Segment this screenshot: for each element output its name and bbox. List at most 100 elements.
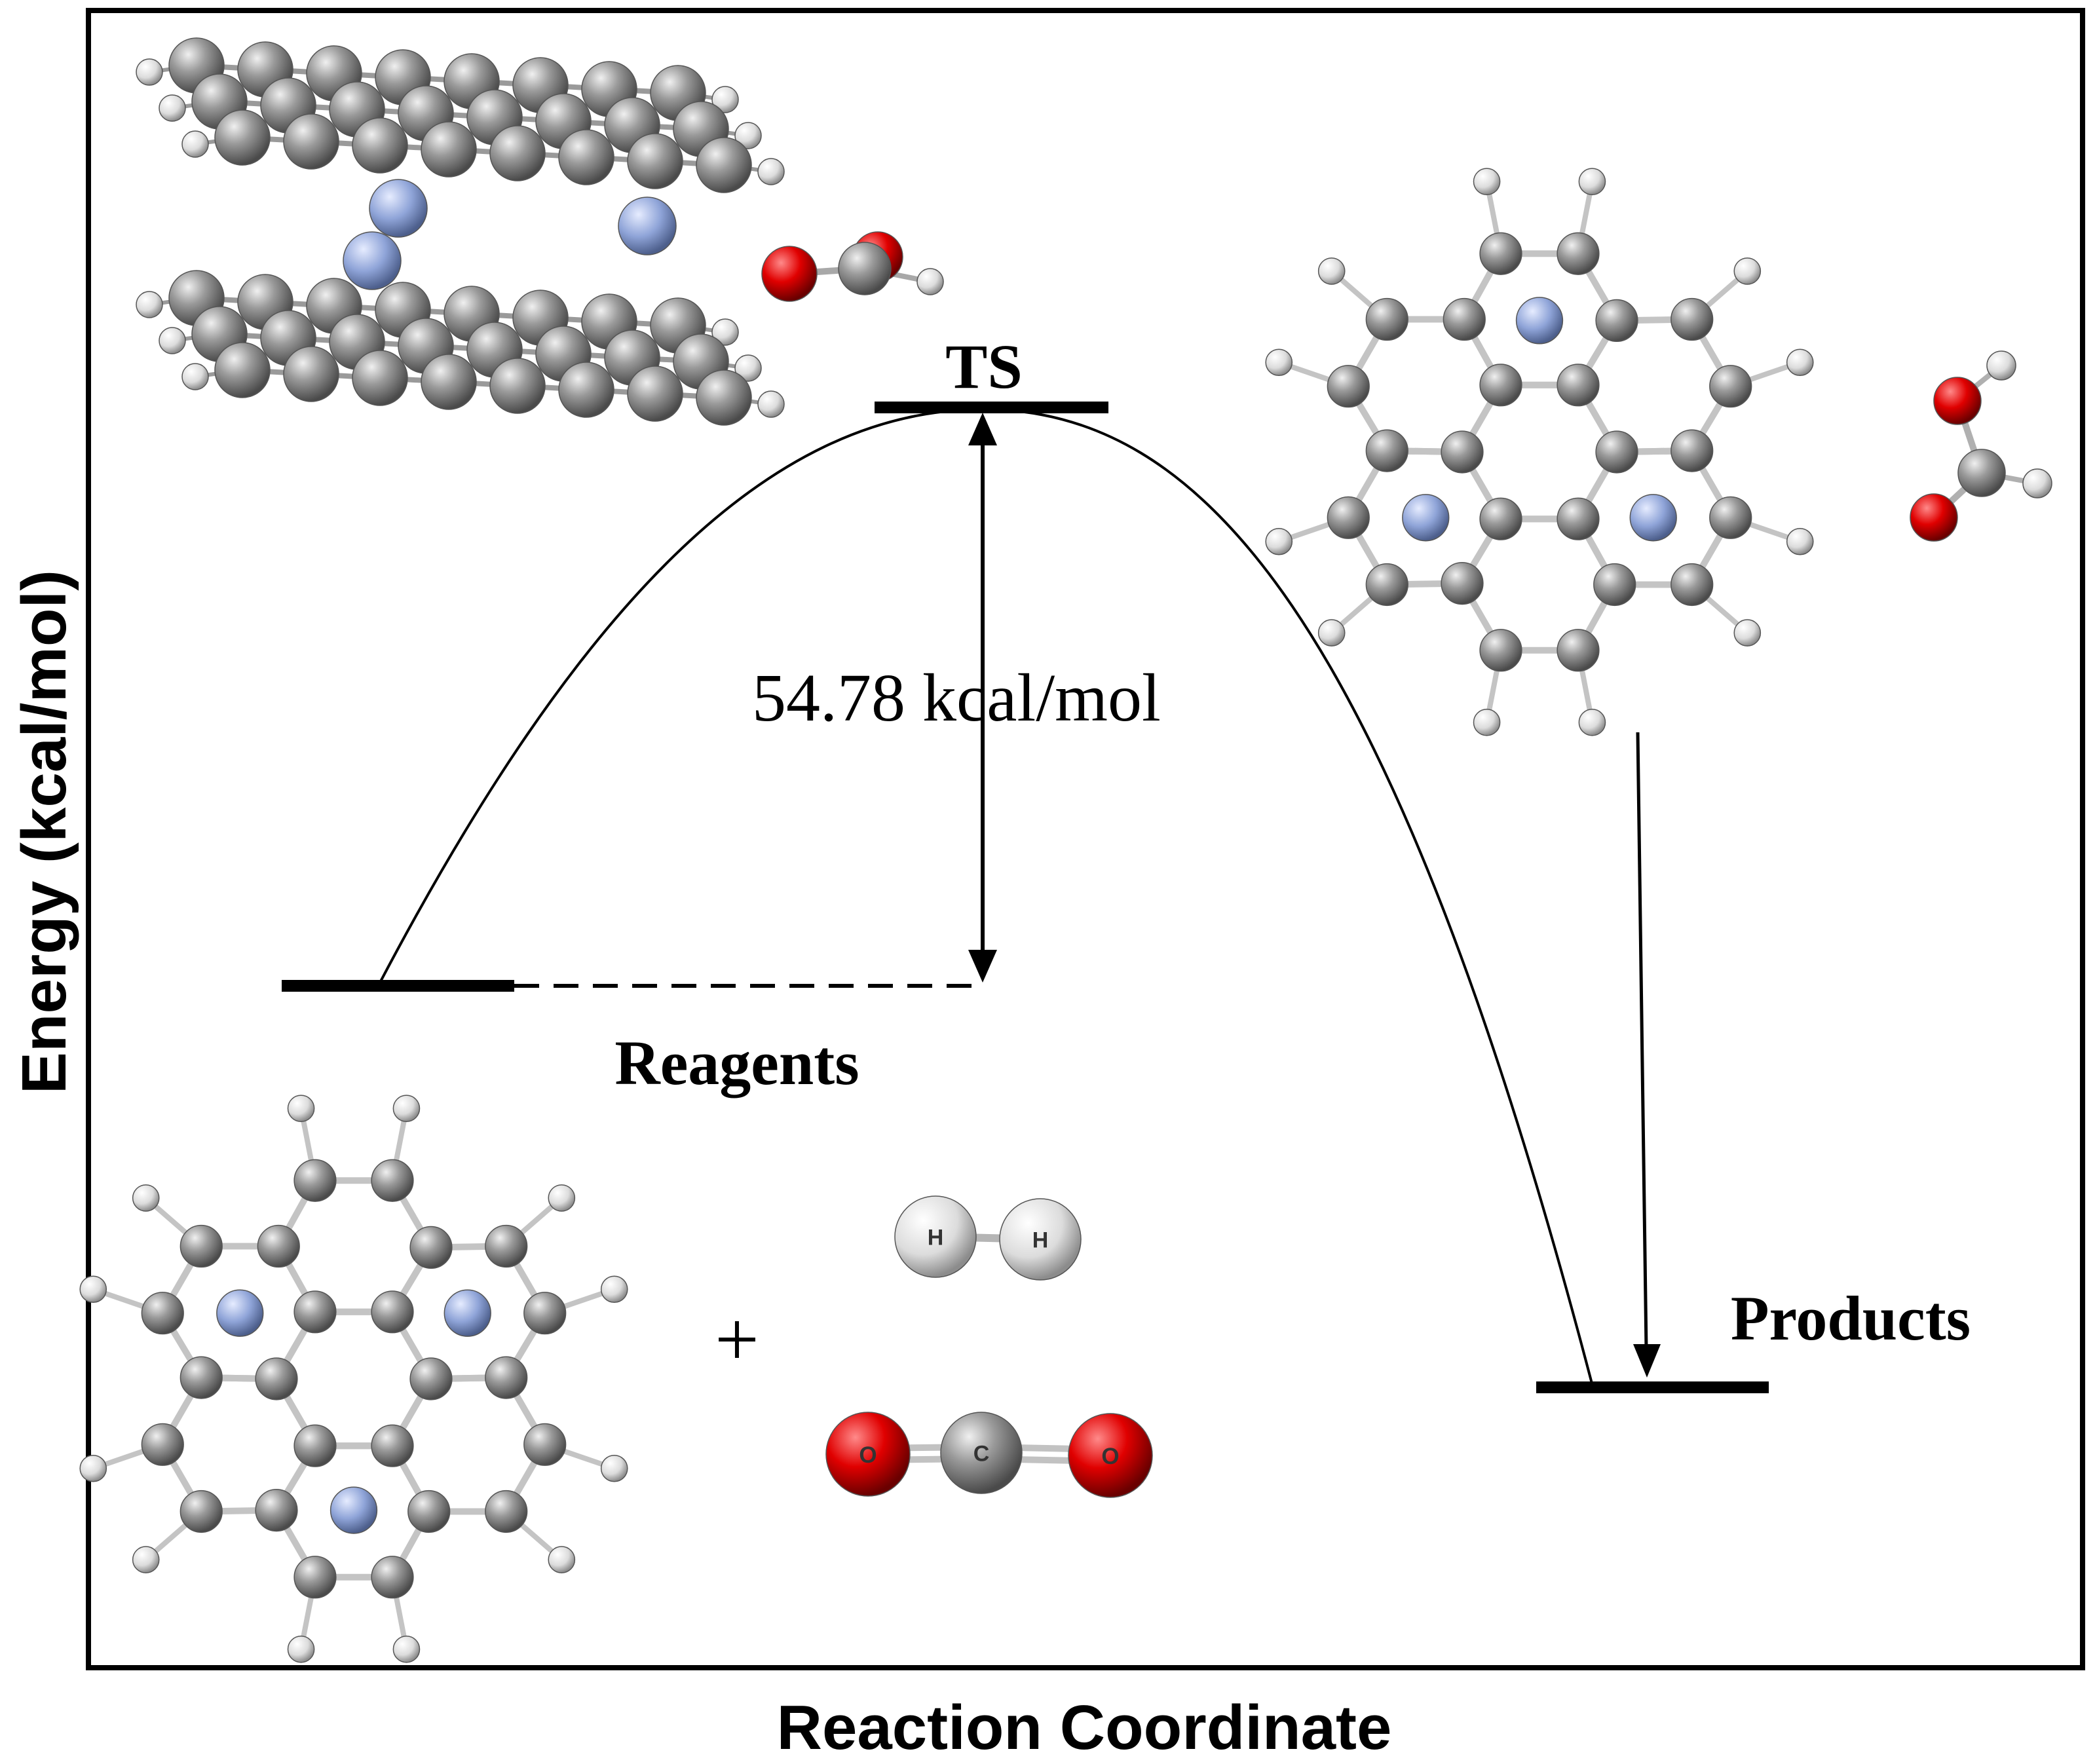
carbon-atom [1709,496,1752,539]
hydrogen-atom [392,1636,421,1663]
carbon-atom [1595,299,1638,343]
hydrogen-atom [1733,619,1762,647]
carbon-atom [293,1424,337,1467]
hydrogen-atom [1733,257,1762,285]
carbon-atom [1479,629,1522,672]
barrier-energy-label: 54.78 kcal/mol [752,660,1161,736]
hydrogen-atom [711,318,739,346]
carbon-atom [1365,297,1408,341]
carbon-atom [421,354,477,410]
carbon-atom [489,125,546,181]
hydrogen-atom [757,158,785,185]
carbon-atom [293,1290,337,1334]
carbon-atom [141,1292,184,1335]
hydrogen-atom [1473,709,1501,736]
carbon-atom [371,1556,414,1599]
ts-label: TS [945,331,1022,402]
plot-frame [86,8,2085,1670]
carbon-atom [409,1357,453,1400]
atom-letter: H [1032,1228,1049,1252]
carbon-atom [1709,365,1752,408]
carbon-atom [1595,430,1638,474]
carbon-atom [696,369,752,426]
carbon-atom [371,1159,414,1202]
hydrogen-atom [392,1095,421,1122]
hydrogen-atom [159,327,186,354]
plus-sign: + [715,1296,759,1383]
hydrogen-atom [916,268,944,295]
oxygen-atom [1910,493,1958,542]
carbon-atom [179,1356,223,1399]
carbon-atom [1957,449,2006,497]
hydrogen-atom [287,1636,315,1663]
carbon-atom [1365,563,1408,607]
carbon-atom [696,137,752,193]
carbon-atom [1670,297,1714,341]
oxygen-atom [825,1412,911,1497]
carbon-atom [489,358,546,414]
carbon-atom [293,1159,337,1202]
carbon-atom [523,1292,567,1335]
carbon-atom [838,242,892,295]
carbon-atom [1557,364,1600,407]
carbon-atom [179,1490,223,1533]
carbon-atom [407,1490,451,1533]
nitrogen-atom [444,1289,491,1337]
nitrogen-atom [1515,297,1564,345]
nitrogen-atom [330,1486,378,1534]
hydrogen-atom [132,1184,160,1212]
hydrogen-atom [181,130,209,158]
carbon-atom [179,1224,223,1268]
carbon-atom [255,1488,298,1532]
reaction-path-curve [379,407,1593,1384]
formic-acid-molecule [1910,350,2052,542]
oxygen-atom [761,246,818,302]
atom-letter: O [859,1442,877,1468]
carbon-atom [352,350,408,406]
carbon-atom [485,1224,528,1268]
carbon-atom [1670,429,1714,472]
hydrogen-atom [181,363,209,390]
carbon-atom [1327,365,1370,408]
carbon-atom [627,366,683,422]
barrier-double-arrow [968,413,997,983]
carbon-atom [214,109,271,166]
hydrogen-atom [1578,168,1606,195]
carbon-atom [283,113,339,170]
nitrogen-atom [1629,494,1677,542]
products-label: Products [1731,1283,1971,1353]
products-sheet-molecule [1265,168,1814,736]
carbon-atom [1479,364,1522,407]
carbon-atom [1441,430,1484,474]
products-arrow [1633,732,1661,1378]
ts-formic-fragment-molecule [761,231,944,302]
carbon-atom [485,1356,528,1399]
reagents-label: Reagents [614,1028,859,1098]
hydrogen-atom [600,1454,628,1482]
carbon-atom [940,1412,1023,1494]
hydrogen-atom [734,354,762,382]
hydrogen-atom [1473,168,1501,195]
carbon-atom [1443,297,1486,341]
hydrogen-atom [1986,350,2016,381]
carbon-atom [1327,496,1370,539]
carbon-atom [558,129,614,185]
reagents-sheet-molecule [79,1095,628,1663]
carbon-atom [214,342,271,398]
x-axis-label: Reaction Coordinate [777,1693,1392,1763]
hydrogen-atom [287,1095,315,1122]
carbon-atom [485,1490,528,1533]
hydrogen-atom [1317,619,1346,647]
oxygen-atom [1933,377,1982,425]
hydrogen-atom [548,1546,576,1573]
hydrogen-atom [2022,468,2052,498]
carbon-atom [352,117,408,174]
hydrogen-atom [1786,348,1814,377]
carbon-atom [421,121,477,178]
carbon-atom [283,346,339,402]
carbon-atom [1479,497,1522,540]
carbon-atom [371,1424,414,1467]
hydrogen-atom [548,1184,576,1212]
